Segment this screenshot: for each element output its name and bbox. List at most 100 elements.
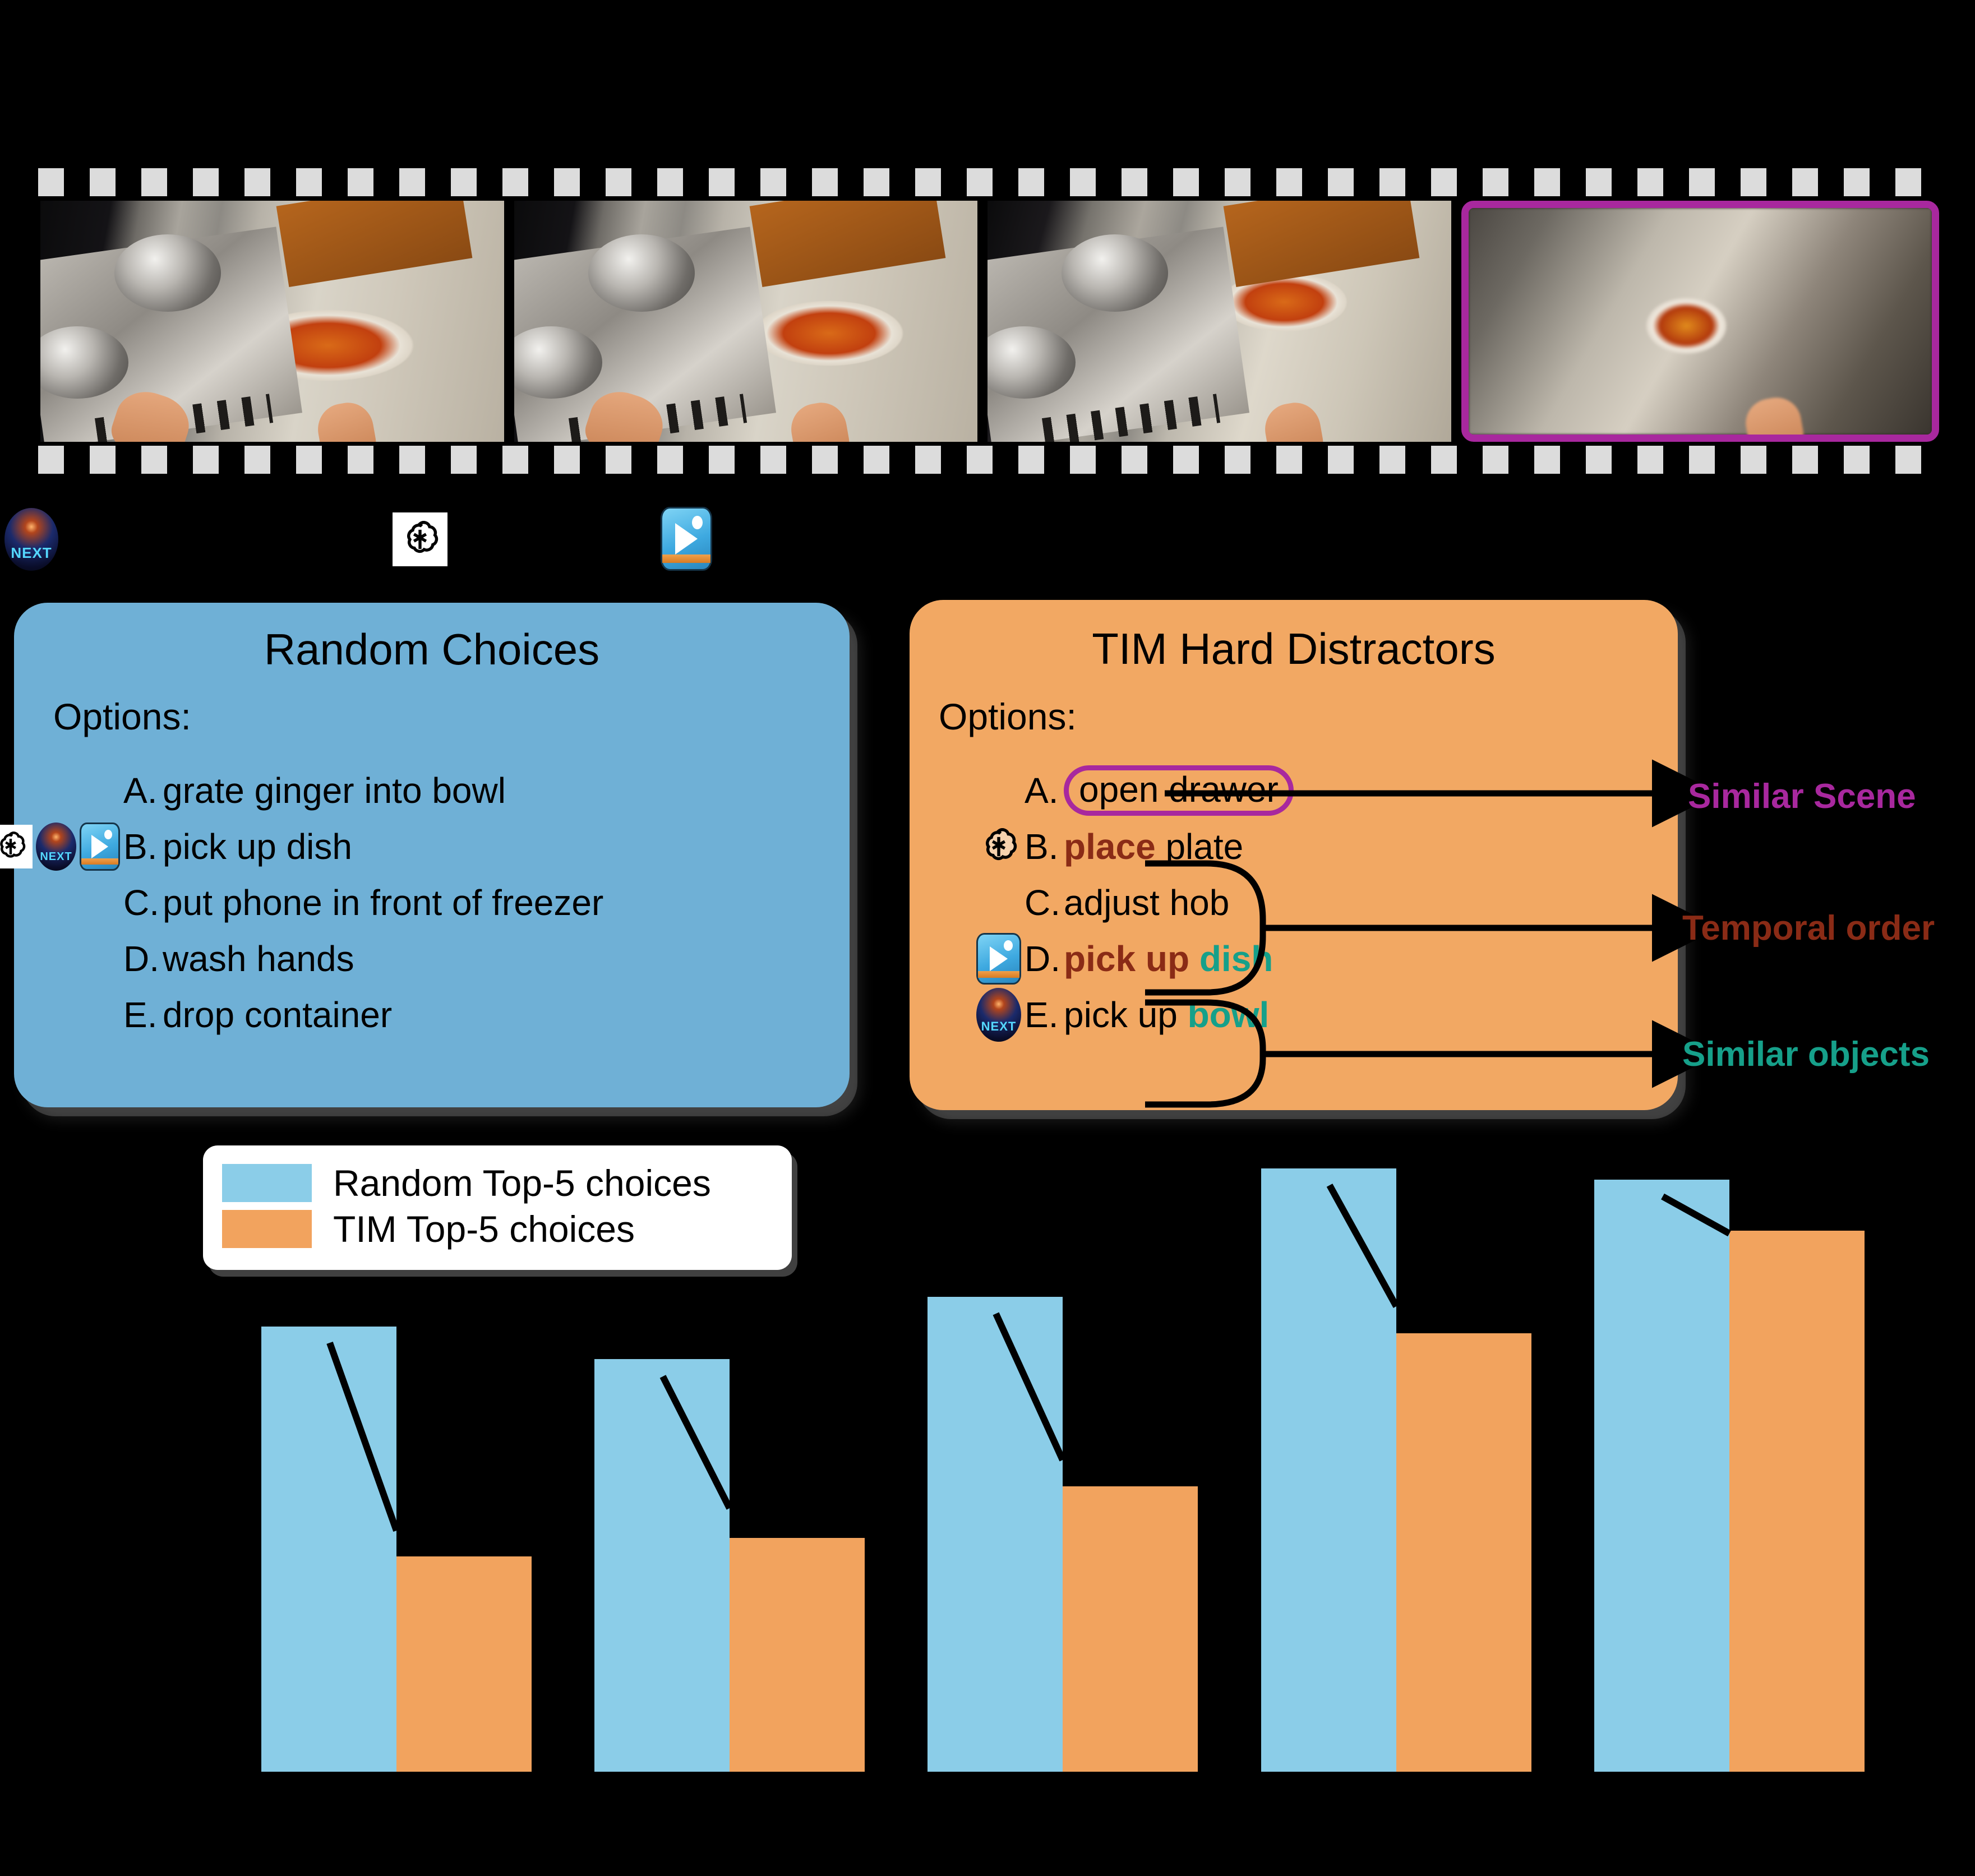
annotation-similar-objects: Similar objects [1682,1035,1930,1074]
drop-line-5 [1661,1193,1731,1237]
next-icon [4,508,58,571]
option-row-b[interactable]: B. place plate [986,819,1678,875]
drop-line-1 [326,1341,400,1532]
option-letter: D. [123,939,159,979]
random-options-label: Options: [53,696,191,737]
legend-swatch-random [222,1164,312,1202]
next-icon [976,988,1021,1042]
video-frame-3-image [988,201,1451,442]
play-icon [675,523,698,555]
legend-entry-tim: TIM Top-5 choices [222,1206,773,1252]
option-letter: C. [1025,882,1060,923]
video-frame-2[interactable] [514,201,977,442]
cupboard-shape [1223,201,1419,287]
legend-entry-random: Random Top-5 choices [222,1160,773,1206]
bar-tim-1 [396,1556,532,1772]
option-text: wash hands [163,939,354,979]
bar-random-4 [1261,1168,1396,1772]
random-choices-title: Random Choices [264,625,600,674]
drop-line-2 [659,1375,733,1510]
play-icon [990,946,1008,971]
pot-lid-shape [40,326,129,399]
bracket-temporal-order [1145,860,1266,996]
bracket-similar-objects [1145,999,1266,1108]
pot-lid-shape [114,234,222,312]
cupboard-shape [749,201,946,287]
model-icon-row [0,505,1975,572]
tim-options-label: Options: [939,696,1077,737]
video-llm-icon [976,933,1021,985]
bar-tim-2 [730,1538,865,1772]
option-letter: A. [1025,770,1059,811]
pot-lid-shape [588,234,695,312]
hand-shape [1261,399,1326,442]
play-icon [91,835,108,858]
tim-card-title: TIM Hard Distractors [1092,624,1496,673]
option-model-badges [0,823,120,871]
option-text: put phone in front of freezer [163,882,604,923]
annotation-similar-scene: Similar Scene [1688,777,1916,816]
tim-hard-distractors-card: TIM Hard Distractors Options: A. open dr… [910,600,1720,1110]
pot-lid-shape [1062,234,1169,312]
bar-tim-3 [1063,1486,1198,1772]
bar-random-5 [1594,1180,1729,1772]
option-text: drop container [163,995,393,1035]
option-object-text: plate [1165,826,1244,867]
video-frame-1[interactable] [40,201,504,442]
next-icon [36,823,76,871]
openai-icon [393,512,447,566]
openai-icon [0,825,33,868]
option-letter: D. [1025,939,1060,979]
legend-label-tim: TIM Top-5 choices [333,1208,635,1250]
video-frame-4-highlighted[interactable] [1461,201,1939,442]
random-options-list: A. grate ginger into bowl B. pic [0,763,850,1043]
bar-tim-4 [1396,1333,1531,1772]
option-row-e[interactable]: E. pick up bowl [976,987,1678,1043]
option-letter: B. [123,826,158,867]
bar-random-2 [594,1359,730,1772]
beach-shape [978,971,1019,978]
bar-tim-5 [1729,1231,1865,1772]
beach-shape [662,555,710,563]
bar-random-3 [927,1297,1063,1772]
option-letter: C. [123,882,159,923]
video-frame-3[interactable] [988,201,1451,442]
option-row-e[interactable]: E. drop container [123,987,850,1043]
option-model-badges [976,988,1021,1042]
option-letter: E. [123,995,158,1035]
beach-shape [81,858,118,865]
drop-line-4 [1326,1184,1400,1308]
random-choices-card: Random Choices Options: A. grate ginger … [0,603,850,1107]
cupboard-shape [276,201,472,287]
sun-icon [104,829,113,840]
annotation-temporal-order: Temporal order [1682,909,1935,948]
pot-lid-shape [988,326,1076,399]
option-text: adjust hob [1064,882,1230,923]
pot-lid-shape [514,326,602,399]
option-model-badges [976,824,1021,869]
legend-label-random: Random Top-5 choices [333,1162,711,1204]
option-verb: pick up [1064,939,1190,979]
chart-legend: Random Top-5 choices TIM Top-5 choices [203,1145,792,1270]
filmstrip-perforations-top [38,168,1941,196]
option-row-c[interactable]: C. adjust hob [1025,875,1678,931]
option-row-a[interactable]: A. grate ginger into bowl [123,763,850,819]
filmstrip-frames [38,201,1941,442]
legend-swatch-tim [222,1210,312,1248]
option-letter: A. [123,770,158,811]
video-frame-1-image [40,201,504,442]
video-llm-icon [80,823,120,871]
grouping-arrows [1145,759,1720,1108]
option-row-c[interactable]: C. put phone in front of freezer [123,875,850,931]
filmstrip-perforations-bottom [38,446,1941,474]
video-frame-2-image [514,201,977,442]
hand-shape [1742,394,1807,435]
hand-shape [313,399,379,442]
option-row-d[interactable]: D. wash hands [123,931,850,987]
option-text: pick up dish [163,826,352,867]
option-row-b[interactable]: B. pick up dish [0,819,850,875]
hand-shape [787,399,852,442]
bar-random-1 [261,1327,396,1772]
option-letter: B. [1025,826,1059,867]
sun-icon [692,515,703,529]
